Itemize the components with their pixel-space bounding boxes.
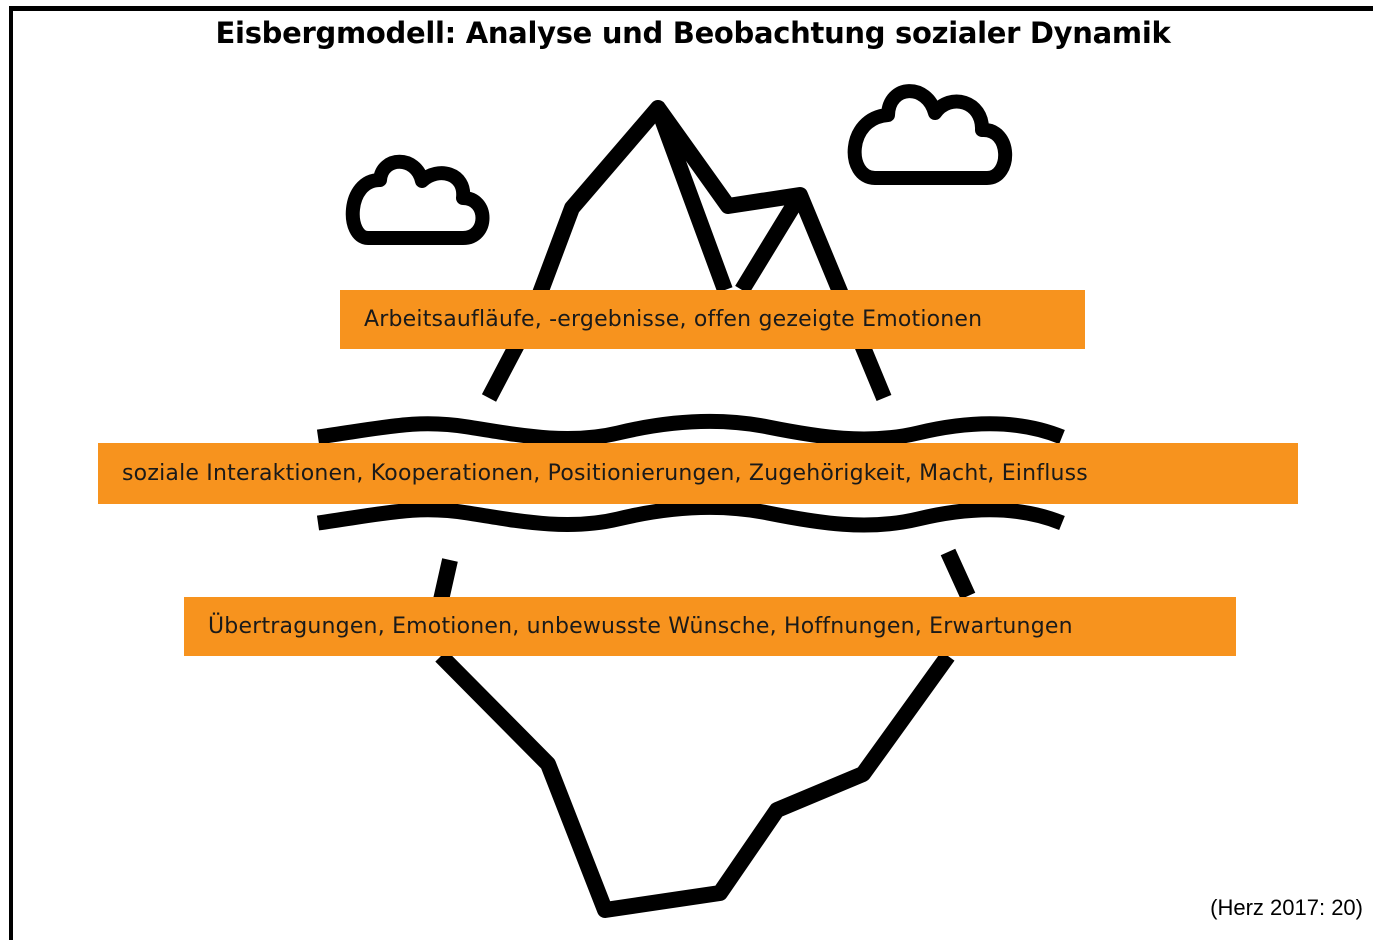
hidden-layer-label: Übertragungen, Emotionen, unbewusste Wün… [208,614,1073,639]
figure-frame [9,6,1373,940]
iceberg-base-icon [433,548,976,918]
hidden-layer-band: Übertragungen, Emotionen, unbewusste Wün… [184,597,1236,656]
cloud-icon [345,154,490,245]
visible-layer-label: Arbeitsaufläufe, -ergebnisse, offen geze… [364,307,983,332]
cloud-icon [847,84,1013,185]
iceberg-tip-icon [481,100,892,402]
waterline-layer-band: soziale Interaktionen, Kooperationen, Po… [98,443,1298,504]
source-citation: (Herz 2017: 20) [1210,895,1363,920]
diagram-title: Eisbergmodell: Analyse und Beobachtung s… [215,16,1171,50]
iceberg-fold-icon [650,105,807,295]
visible-layer-band: Arbeitsaufläufe, -ergebnisse, offen geze… [340,290,1085,349]
waterline-layer-label: soziale Interaktionen, Kooperationen, Po… [122,461,1088,486]
wave-icon [316,413,1065,533]
